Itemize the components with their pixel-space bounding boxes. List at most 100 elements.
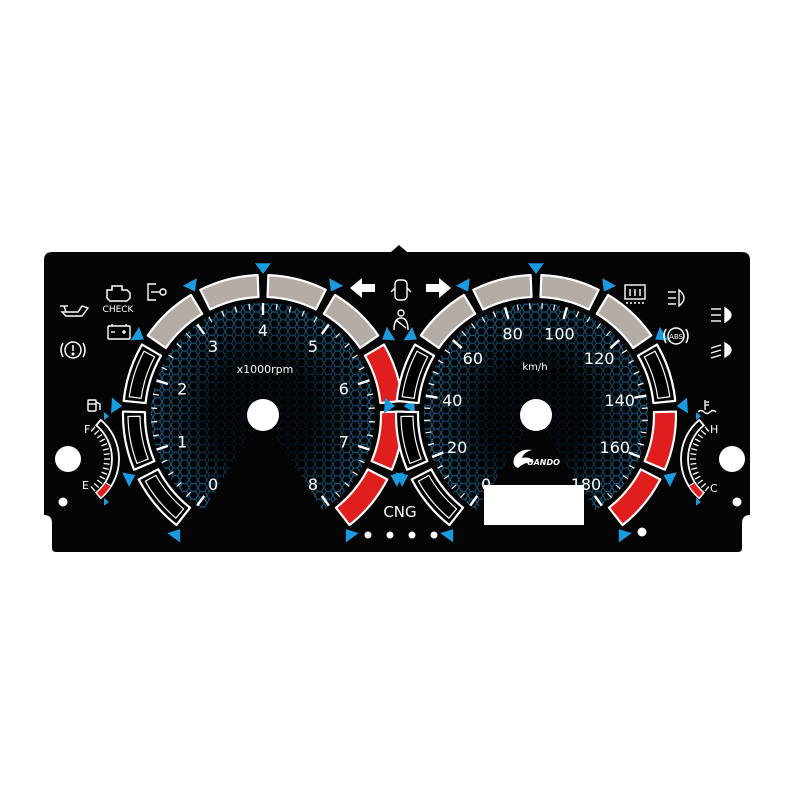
tach-minor-tick (335, 491, 341, 498)
speed-minor-tick (481, 316, 486, 323)
speed-minor-tick (628, 359, 635, 364)
coolant-temperature-icon (697, 400, 717, 415)
speedometer-unit-label: km/h (522, 362, 547, 373)
tach-minor-tick (176, 482, 182, 487)
gando-logo: GANDO (513, 449, 560, 468)
tach-minor-tick (208, 316, 213, 323)
mounting-hole (58, 497, 68, 507)
tach-scale-marker (122, 472, 136, 487)
tach-minor-tick (335, 332, 341, 339)
tach-scale-segment (146, 293, 204, 350)
fuel-gauge-pivot-hole (55, 446, 81, 472)
speed-minor-tick (427, 442, 435, 446)
low-beam-icon (710, 341, 732, 359)
tach-major-tick (357, 444, 370, 451)
cng-label: CNG (383, 503, 416, 521)
speed-minor-tick (628, 464, 635, 469)
door-open-icon (147, 283, 167, 301)
speed-scale-segment (419, 293, 477, 350)
tach-minor-tick (168, 471, 174, 476)
fuel-arc-tick (96, 479, 103, 485)
temp-arc-tick (704, 486, 710, 492)
tach-major-tick (196, 495, 206, 507)
tach-minor-tick (301, 310, 305, 317)
tach-minor-tick (248, 303, 251, 310)
speed-scale-marker (663, 472, 677, 487)
temp-arc-band (680, 418, 705, 500)
indicator-dot (364, 531, 372, 539)
tach-minor-tick (152, 393, 159, 396)
speed-tick-label: 100 (544, 324, 575, 343)
speed-major-tick (562, 307, 569, 320)
indicator-dot (430, 531, 438, 539)
speed-major-tick (628, 451, 641, 459)
speed-minor-tick (443, 475, 450, 480)
tach-minor-tick (344, 343, 350, 348)
speed-scale-marker (403, 326, 417, 341)
speed-scale-segment (395, 343, 436, 405)
check-engine-label: CHECK (103, 305, 135, 315)
tach-tick-label: 4 (258, 321, 268, 340)
speed-tick-label: 140 (604, 391, 635, 410)
fuel-arc-tick (96, 433, 103, 439)
oil-pressure-icon (60, 305, 90, 317)
fuel-pump-icon (87, 399, 101, 412)
tach-scale-segment (363, 343, 404, 405)
tach-scale-marker (329, 278, 344, 292)
fuel-arc-tick (103, 453, 110, 456)
tach-tick-label: 6 (339, 380, 349, 399)
tach-minor-tick (344, 482, 350, 487)
tach-scale-segment-inner (128, 350, 156, 399)
speed-minor-tick (432, 371, 439, 375)
speed-minor-tick (470, 323, 476, 329)
tach-minor-tick (168, 354, 174, 359)
speed-major-tick (431, 451, 444, 459)
temp-arc-tick (697, 433, 704, 439)
tach-minor-tick (185, 332, 191, 339)
speed-scale-marker (528, 263, 544, 274)
temperature-cold-label: C (710, 482, 718, 495)
tach-major-tick (357, 379, 370, 386)
temp-arc-tick (700, 429, 707, 435)
speed-tick-label: 40 (442, 391, 462, 410)
indicator-dot (408, 531, 416, 539)
fuel-arc-tick (102, 467, 109, 470)
speed-minor-tick (596, 323, 602, 329)
speed-minor-tick (460, 492, 465, 499)
speed-minor-tick (637, 382, 644, 386)
speed-minor-tick (640, 431, 647, 434)
tach-tick-label: 7 (339, 432, 349, 451)
speed-tick-label: 20 (447, 438, 467, 457)
tach-minor-tick (185, 491, 191, 498)
tach-scale-marker (130, 326, 144, 341)
fuel-arc-marker (103, 412, 109, 421)
speed-minor-tick (444, 349, 451, 354)
tach-tick-label: 8 (308, 475, 318, 494)
speed-minor-tick (622, 475, 629, 480)
fuel-arc-tick (90, 486, 96, 492)
speed-major-tick (593, 495, 603, 507)
speed-scale-marker (602, 278, 617, 292)
right-turn-arrow-icon (426, 278, 451, 298)
temp-arc-tick (697, 479, 704, 485)
temperature-gauge: H C (680, 400, 745, 506)
speed-minor-tick (586, 316, 591, 323)
speed-tick-label: 80 (502, 324, 522, 343)
tach-major-tick (320, 495, 330, 507)
fuel-arc-tick (93, 483, 100, 489)
gando-logo-text: GANDO (527, 458, 560, 467)
speed-minor-tick (605, 330, 611, 337)
speed-minor-tick (637, 442, 645, 446)
speed-scale-marker (618, 529, 632, 543)
temp-arc-tick (692, 471, 699, 475)
mounting-hole (637, 527, 647, 537)
tach-minor-tick (367, 393, 374, 396)
tach-minor-tick (161, 459, 168, 464)
speed-scale-segment (643, 410, 678, 471)
mounting-hole (732, 497, 742, 507)
fuel-arc-tick (101, 443, 108, 447)
tach-scale-marker (345, 529, 359, 543)
speed-scale-segment (539, 274, 600, 311)
